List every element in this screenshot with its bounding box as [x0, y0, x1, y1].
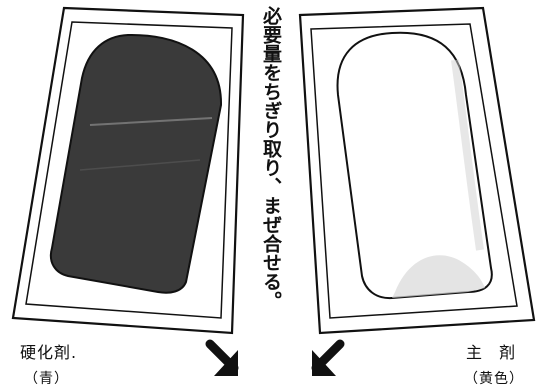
instruction-text: 必要量をちぎり取り、まぜ合せる。 [260, 6, 282, 310]
base-package [298, 6, 536, 335]
hardener-putty [49, 33, 223, 294]
hardener-color-label: （青） [24, 371, 69, 387]
base-label: 主 剤 [466, 343, 522, 362]
arrow-down-right-icon [205, 339, 239, 376]
hardener-package [11, 6, 245, 335]
base-color-label: （黄色） [464, 371, 524, 387]
arrow-down-left-icon [311, 339, 345, 376]
hardener-label: 硬化剤. [20, 343, 78, 362]
